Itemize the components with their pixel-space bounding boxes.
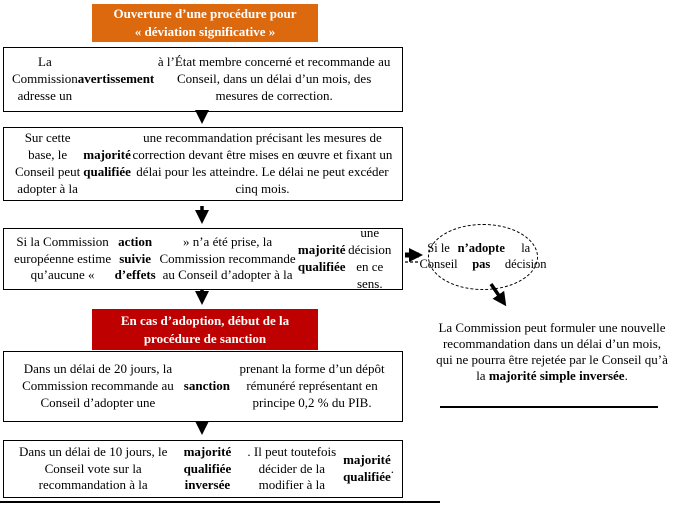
down-arrow-icon [195,289,209,305]
step-box-sanction: Dans un délai de 20 jours, la Commission… [3,351,403,422]
down-arrow-icon [195,110,209,124]
down-arrow-icon [195,421,209,435]
new-recommendation-note: La Commission peut formuler une nouvelle… [436,320,668,384]
sanction-procedure-header: En cas d’adoption, début de la procédure… [92,309,318,350]
bottom-border-line [0,501,440,503]
step-box-recommandation: Sur cette base, le Conseil peut adopter … [3,127,403,201]
opening-procedure-header: Ouverture d’une procédure pour « déviati… [92,4,318,42]
step-box-vote: Dans un délai de 10 jours, le Conseil vo… [3,440,403,498]
down-arrow-icon [195,206,209,224]
diagonal-arrow-icon [489,283,507,307]
step-box-avertissement: La Commission adresse un avertissement à… [3,47,403,112]
step-box-decision: Si la Commission européenne estime qu’au… [3,225,403,291]
note-underline [440,406,658,408]
council-no-adoption-ellipse: Si le Conseil n’adopte pas la décision [419,224,547,290]
right-arrow-icon [405,248,423,263]
